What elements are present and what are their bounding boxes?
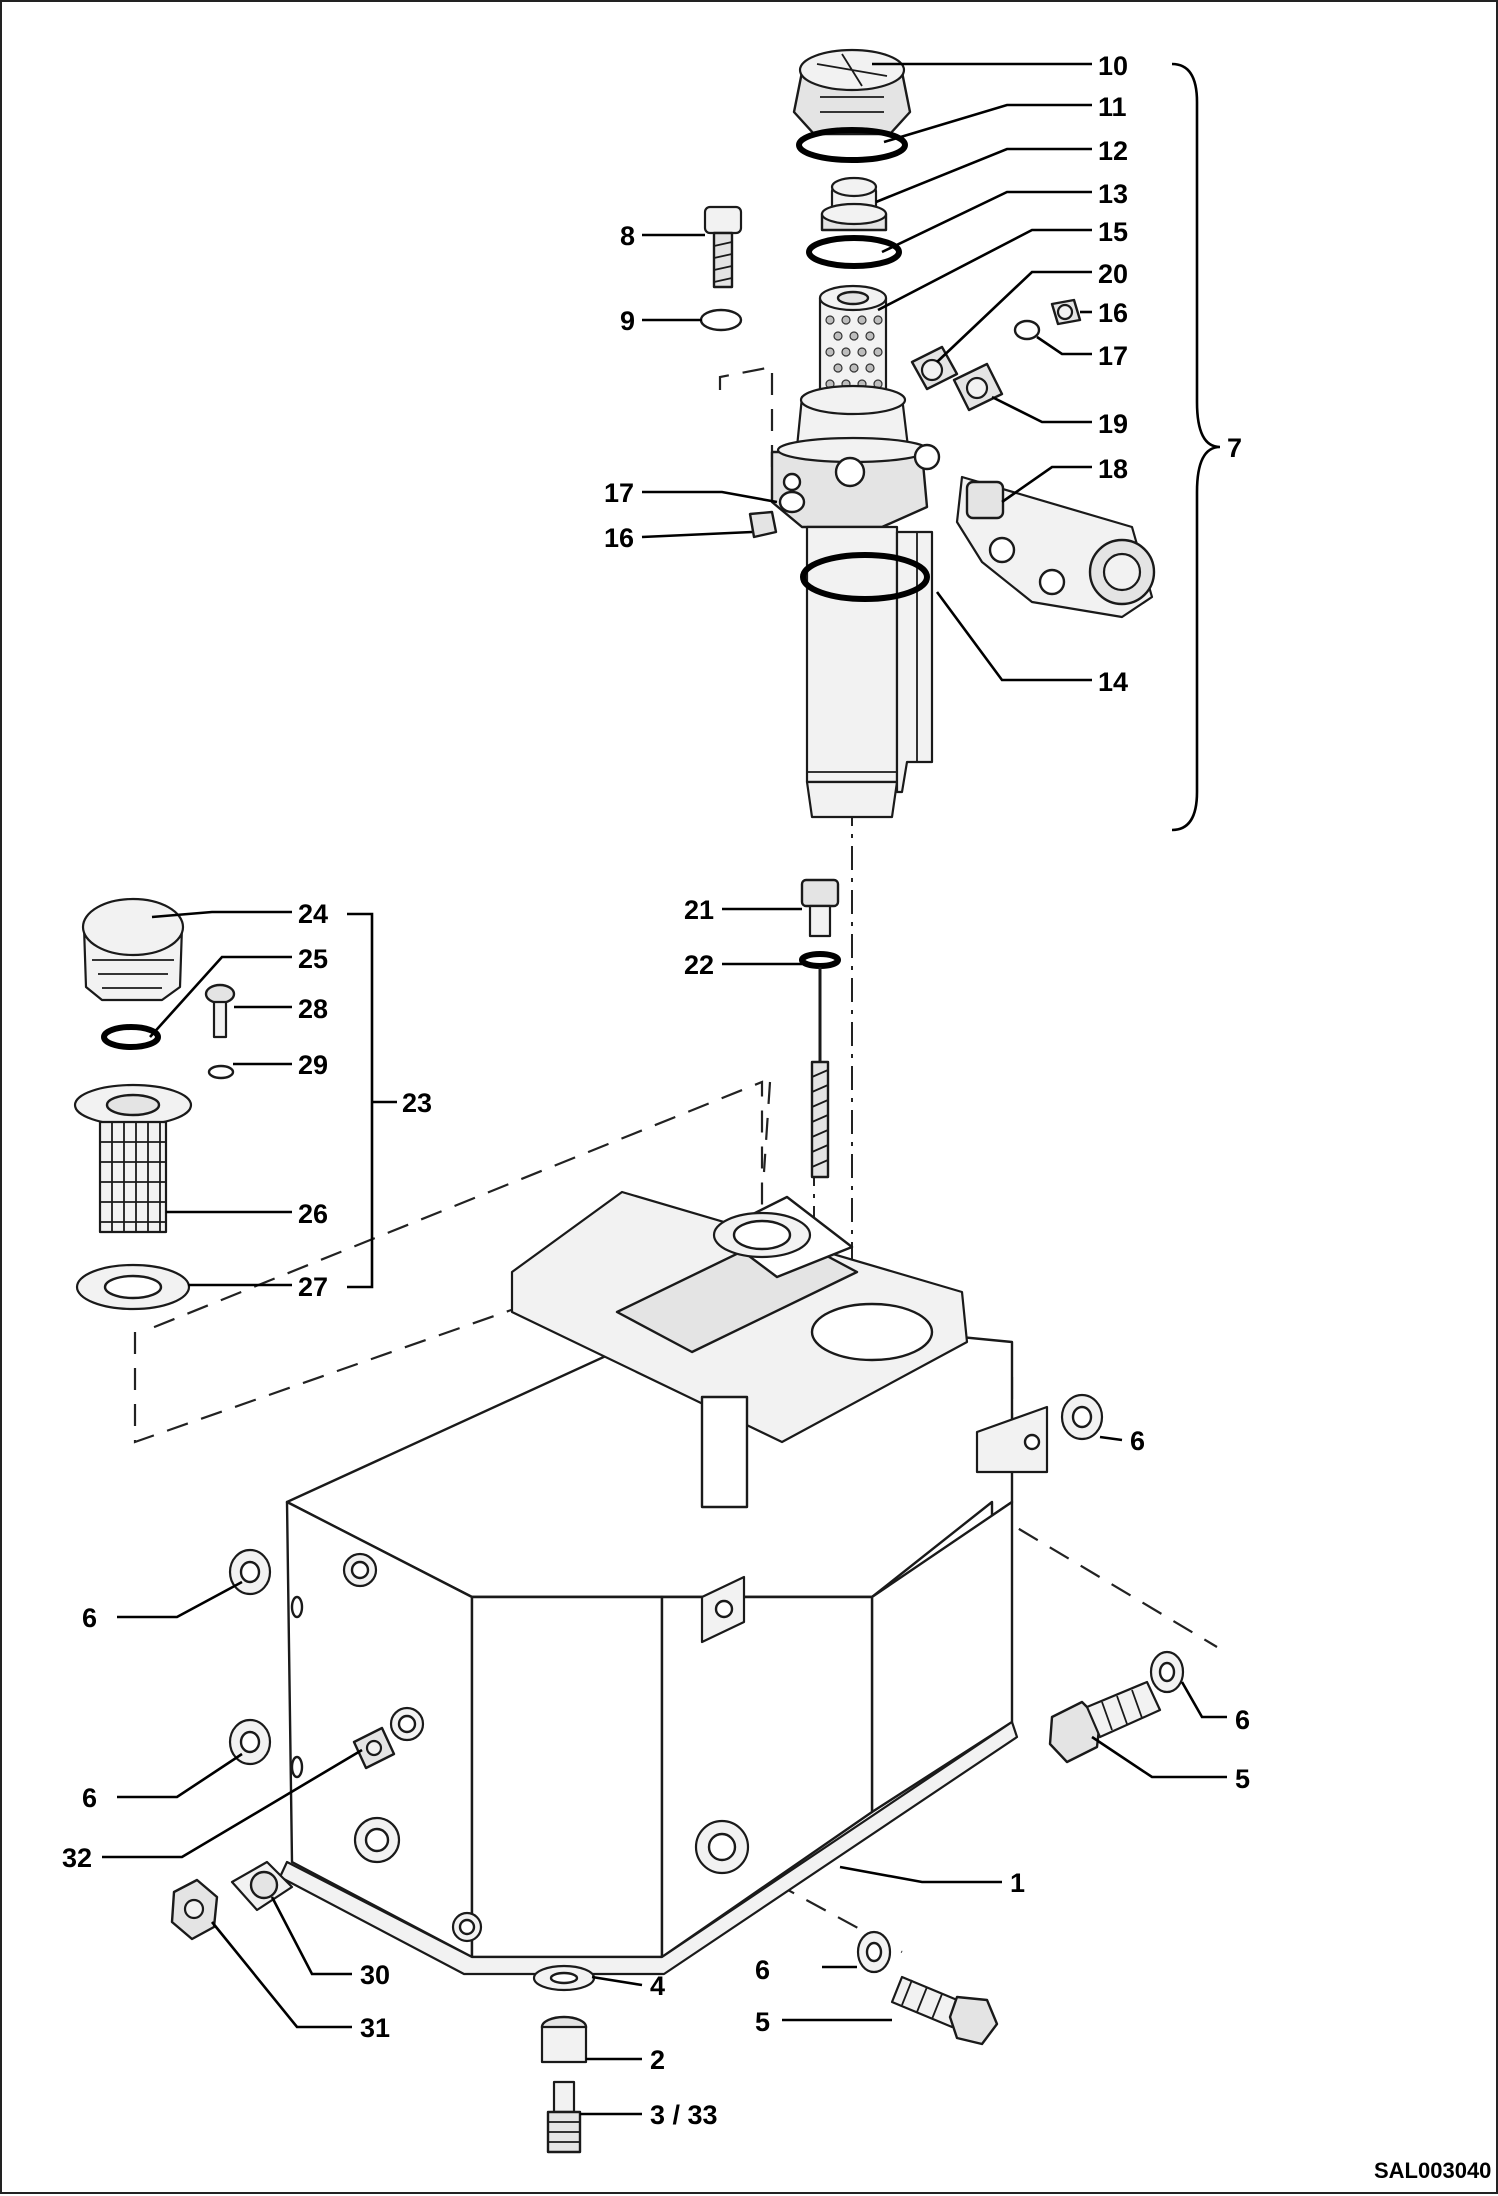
label-22: 22 (684, 950, 714, 980)
filter-element-15 (818, 284, 888, 394)
label-11: 11 (1098, 92, 1127, 122)
nut-31 (170, 1878, 219, 1941)
label-5-bottom: 5 (755, 2007, 770, 2037)
strainer-26 (73, 1083, 193, 1234)
label-6-left-upper: 6 (82, 1603, 97, 1633)
label-19: 19 (1098, 409, 1128, 439)
label-9: 9 (620, 306, 635, 336)
o-ring-14 (800, 552, 930, 602)
screw-28 (204, 983, 236, 1039)
label-16-upper: 16 (1098, 298, 1128, 328)
washer-6-left-lower (228, 1718, 272, 1766)
label-14: 14 (1098, 667, 1128, 697)
breather-assembly (73, 897, 397, 1311)
label-6-right: 6 (1235, 1705, 1250, 1735)
label-23: 23 (402, 1088, 432, 1118)
label-15: 15 (1098, 217, 1128, 247)
label-13: 13 (1098, 179, 1128, 209)
filter-cap-10 (792, 48, 912, 136)
breather-cap-24 (81, 897, 185, 1002)
plug-16-lower (748, 510, 778, 539)
washer-17-upper (1013, 319, 1041, 341)
label-21: 21 (684, 895, 714, 925)
filter-housing (770, 384, 941, 819)
drawing-code: SAL003040 (1374, 2158, 1491, 2183)
filter-assembly (699, 48, 1221, 832)
washer-6-top-right (1060, 1393, 1104, 1441)
assembly-brace-23 (347, 912, 397, 1289)
assembly-brace-7 (1171, 62, 1221, 832)
bolt-5-bottom (890, 1975, 999, 2046)
label-31: 31 (360, 2013, 390, 2043)
plug-16-upper (1050, 298, 1082, 326)
tank-port-lower (353, 1816, 401, 1864)
callout-labels: 10 11 12 13 15 20 16 17 19 18 8 9 7 17 1… (62, 51, 1250, 2130)
label-6-left-lower: 6 (82, 1783, 97, 1813)
label-29: 29 (298, 1050, 328, 1080)
washer-17-lower (778, 490, 806, 514)
drain-plug-2 (540, 2015, 588, 2064)
fitting-32 (352, 1726, 396, 1770)
label-27: 27 (298, 1272, 328, 1302)
tank-port-front (694, 1819, 750, 1875)
fitting-19 (952, 362, 1004, 412)
loose-parts (170, 1393, 1185, 2154)
label-26: 26 (298, 1199, 328, 1229)
filter-insert-12 (820, 176, 888, 232)
label-5-right: 5 (1235, 1764, 1250, 1794)
label-17-lower: 17 (604, 478, 634, 508)
label-6-top-right: 6 (1130, 1426, 1145, 1456)
tank-port-upper (342, 1552, 378, 1588)
label-2: 2 (650, 2045, 665, 2075)
label-6-bottom: 6 (755, 1955, 770, 1985)
gasket-27 (75, 1263, 191, 1311)
o-ring-13 (806, 235, 902, 269)
valve-18 (955, 475, 1156, 619)
washer-9 (699, 308, 743, 332)
label-28: 28 (298, 994, 328, 1024)
washer-6-bottom (856, 1930, 892, 1974)
label-16-lower: 16 (604, 523, 634, 553)
screw-8 (703, 205, 743, 289)
washer-6-left-upper (228, 1548, 272, 1596)
washer-29 (207, 1064, 235, 1080)
bolt-5-right (1048, 1680, 1162, 1764)
drain-valve-3-33 (546, 2080, 582, 2154)
label-1: 1 (1010, 1868, 1025, 1898)
label-12: 12 (1098, 136, 1128, 166)
label-20: 20 (1098, 259, 1128, 289)
label-18: 18 (1098, 454, 1128, 484)
hydraulic-tank-1 (278, 1190, 1049, 1976)
tank-port-right (389, 1706, 425, 1742)
washer-6-right (1149, 1650, 1185, 1694)
leader-lines (102, 62, 1227, 2116)
label-10: 10 (1098, 51, 1128, 81)
o-ring-25 (101, 1024, 161, 1050)
washer-4 (532, 1964, 596, 1992)
fitting-30 (230, 1860, 294, 1912)
label-3-33: 3 / 33 (650, 2100, 718, 2130)
label-30: 30 (360, 1960, 390, 1990)
tank-port-bottom (451, 1911, 483, 1943)
o-ring-11 (796, 127, 908, 163)
label-25: 25 (298, 944, 328, 974)
label-24: 24 (298, 899, 328, 929)
fitting-20 (910, 345, 959, 391)
label-8: 8 (620, 221, 635, 251)
label-17-upper: 17 (1098, 341, 1128, 371)
label-7: 7 (1227, 433, 1242, 463)
label-32: 32 (62, 1843, 92, 1873)
label-4: 4 (650, 1971, 665, 2001)
dipstick (799, 878, 841, 1179)
